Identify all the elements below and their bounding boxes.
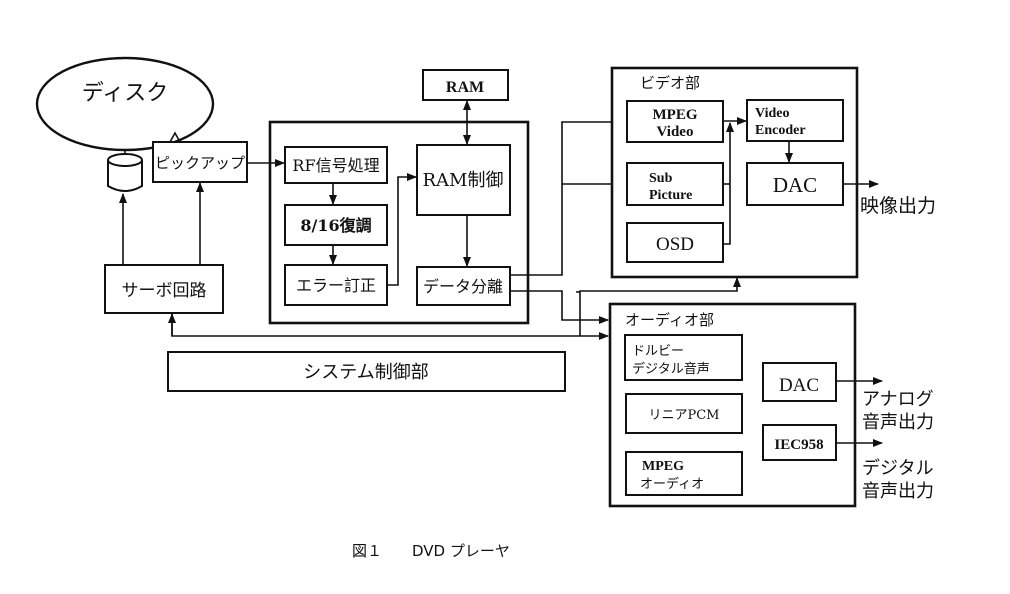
dolby-digital-label-2: デジタル音声 bbox=[632, 361, 710, 377]
analog-output-label-2: 音声出力 bbox=[862, 412, 934, 433]
osd-block: OSD bbox=[626, 222, 724, 263]
disc-node: ディスク bbox=[35, 56, 215, 152]
system-control-block: システム制御部 bbox=[167, 351, 566, 392]
data-separation-label: データ分離 bbox=[423, 277, 503, 296]
caption-title: DVD プレーヤ bbox=[412, 542, 510, 560]
digital-output-label-1: デジタル bbox=[862, 458, 934, 479]
digital-output-label-2: 音声出力 bbox=[862, 481, 934, 502]
servo-block: サーボ回路 bbox=[104, 264, 224, 314]
audio-section-title: オーディオ部 bbox=[625, 311, 714, 329]
caption-number: 図１ bbox=[352, 542, 382, 560]
sub-picture-label-2: Picture bbox=[649, 188, 692, 203]
data-separation-block: データ分離 bbox=[416, 266, 511, 306]
datasep-to-audio-arrow-2 bbox=[576, 291, 580, 293]
figure-caption: 図１ DVD プレーヤ bbox=[352, 542, 510, 560]
sub-picture-label-1: Sub bbox=[649, 171, 673, 186]
rf-block: RF信号処理 bbox=[284, 146, 388, 184]
mpeg-audio-label-1: MPEG bbox=[642, 459, 684, 474]
servo-label: サーボ回路 bbox=[122, 281, 207, 301]
datasep-to-video-bus bbox=[510, 118, 627, 276]
iec958-label: IEC958 bbox=[774, 437, 823, 453]
system-bus-to-video-arrow bbox=[579, 277, 741, 336]
disc-label: ディスク bbox=[82, 81, 168, 106]
pickup-block: ピックアップ bbox=[152, 141, 248, 183]
linear-pcm-block: リニアPCM bbox=[625, 393, 743, 434]
dolby-digital-block: ドルビー デジタル音声 bbox=[624, 334, 743, 381]
video-dac-block: DAC bbox=[746, 162, 844, 206]
datasep-to-audio-arrow-1 bbox=[510, 290, 609, 324]
analog-output-label-1: アナログ bbox=[862, 389, 934, 410]
sub-picture-block: Sub Picture bbox=[626, 162, 724, 206]
video-output-label: 映像出力 bbox=[860, 195, 936, 217]
demod-label: 8/16復調 bbox=[300, 216, 371, 235]
iec958-block: IEC958 bbox=[762, 424, 837, 461]
ram-control-label: RAM制御 bbox=[423, 170, 504, 191]
video-section-title: ビデオ部 bbox=[640, 74, 700, 92]
ecc-block: エラー訂正 bbox=[284, 264, 388, 306]
osd-label: OSD bbox=[656, 234, 694, 255]
ram-control-block: RAM制御 bbox=[416, 144, 511, 216]
audio-dac-block: DAC bbox=[762, 362, 837, 402]
spindle-motor-icon bbox=[107, 150, 143, 192]
video-encoder-block: Video Encoder bbox=[746, 99, 844, 142]
audio-dac-label: DAC bbox=[779, 375, 819, 396]
system-control-label: システム制御部 bbox=[303, 362, 428, 383]
ecc-label: エラー訂正 bbox=[296, 276, 376, 295]
video-encoder-label-1: Video bbox=[755, 106, 789, 121]
ecc-to-ramctrl-arrow bbox=[387, 173, 417, 286]
mpeg-audio-block: MPEG オーディオ bbox=[625, 451, 743, 496]
mpeg-video-label-1: MPEG bbox=[653, 107, 698, 123]
pickup-lens-icon bbox=[169, 131, 181, 143]
video-encoder-label-2: Encoder bbox=[755, 123, 806, 138]
video-dac-label: DAC bbox=[773, 173, 817, 197]
mpeg-video-label-2: Video bbox=[657, 124, 694, 140]
ram-label: RAM bbox=[446, 79, 484, 96]
rf-label: RF信号処理 bbox=[292, 156, 379, 175]
dolby-digital-label-1: ドルビー bbox=[632, 344, 684, 359]
ram-block: RAM bbox=[422, 69, 509, 101]
pickup-label: ピックアップ bbox=[155, 154, 245, 172]
linear-pcm-label: リニアPCM bbox=[648, 408, 719, 423]
mpeg-audio-label-2: オーディオ bbox=[640, 476, 704, 492]
demod-block: 8/16復調 bbox=[284, 204, 388, 246]
mpeg-video-block: MPEG Video bbox=[626, 100, 724, 143]
osd-to-encoder-arrow bbox=[723, 122, 734, 245]
